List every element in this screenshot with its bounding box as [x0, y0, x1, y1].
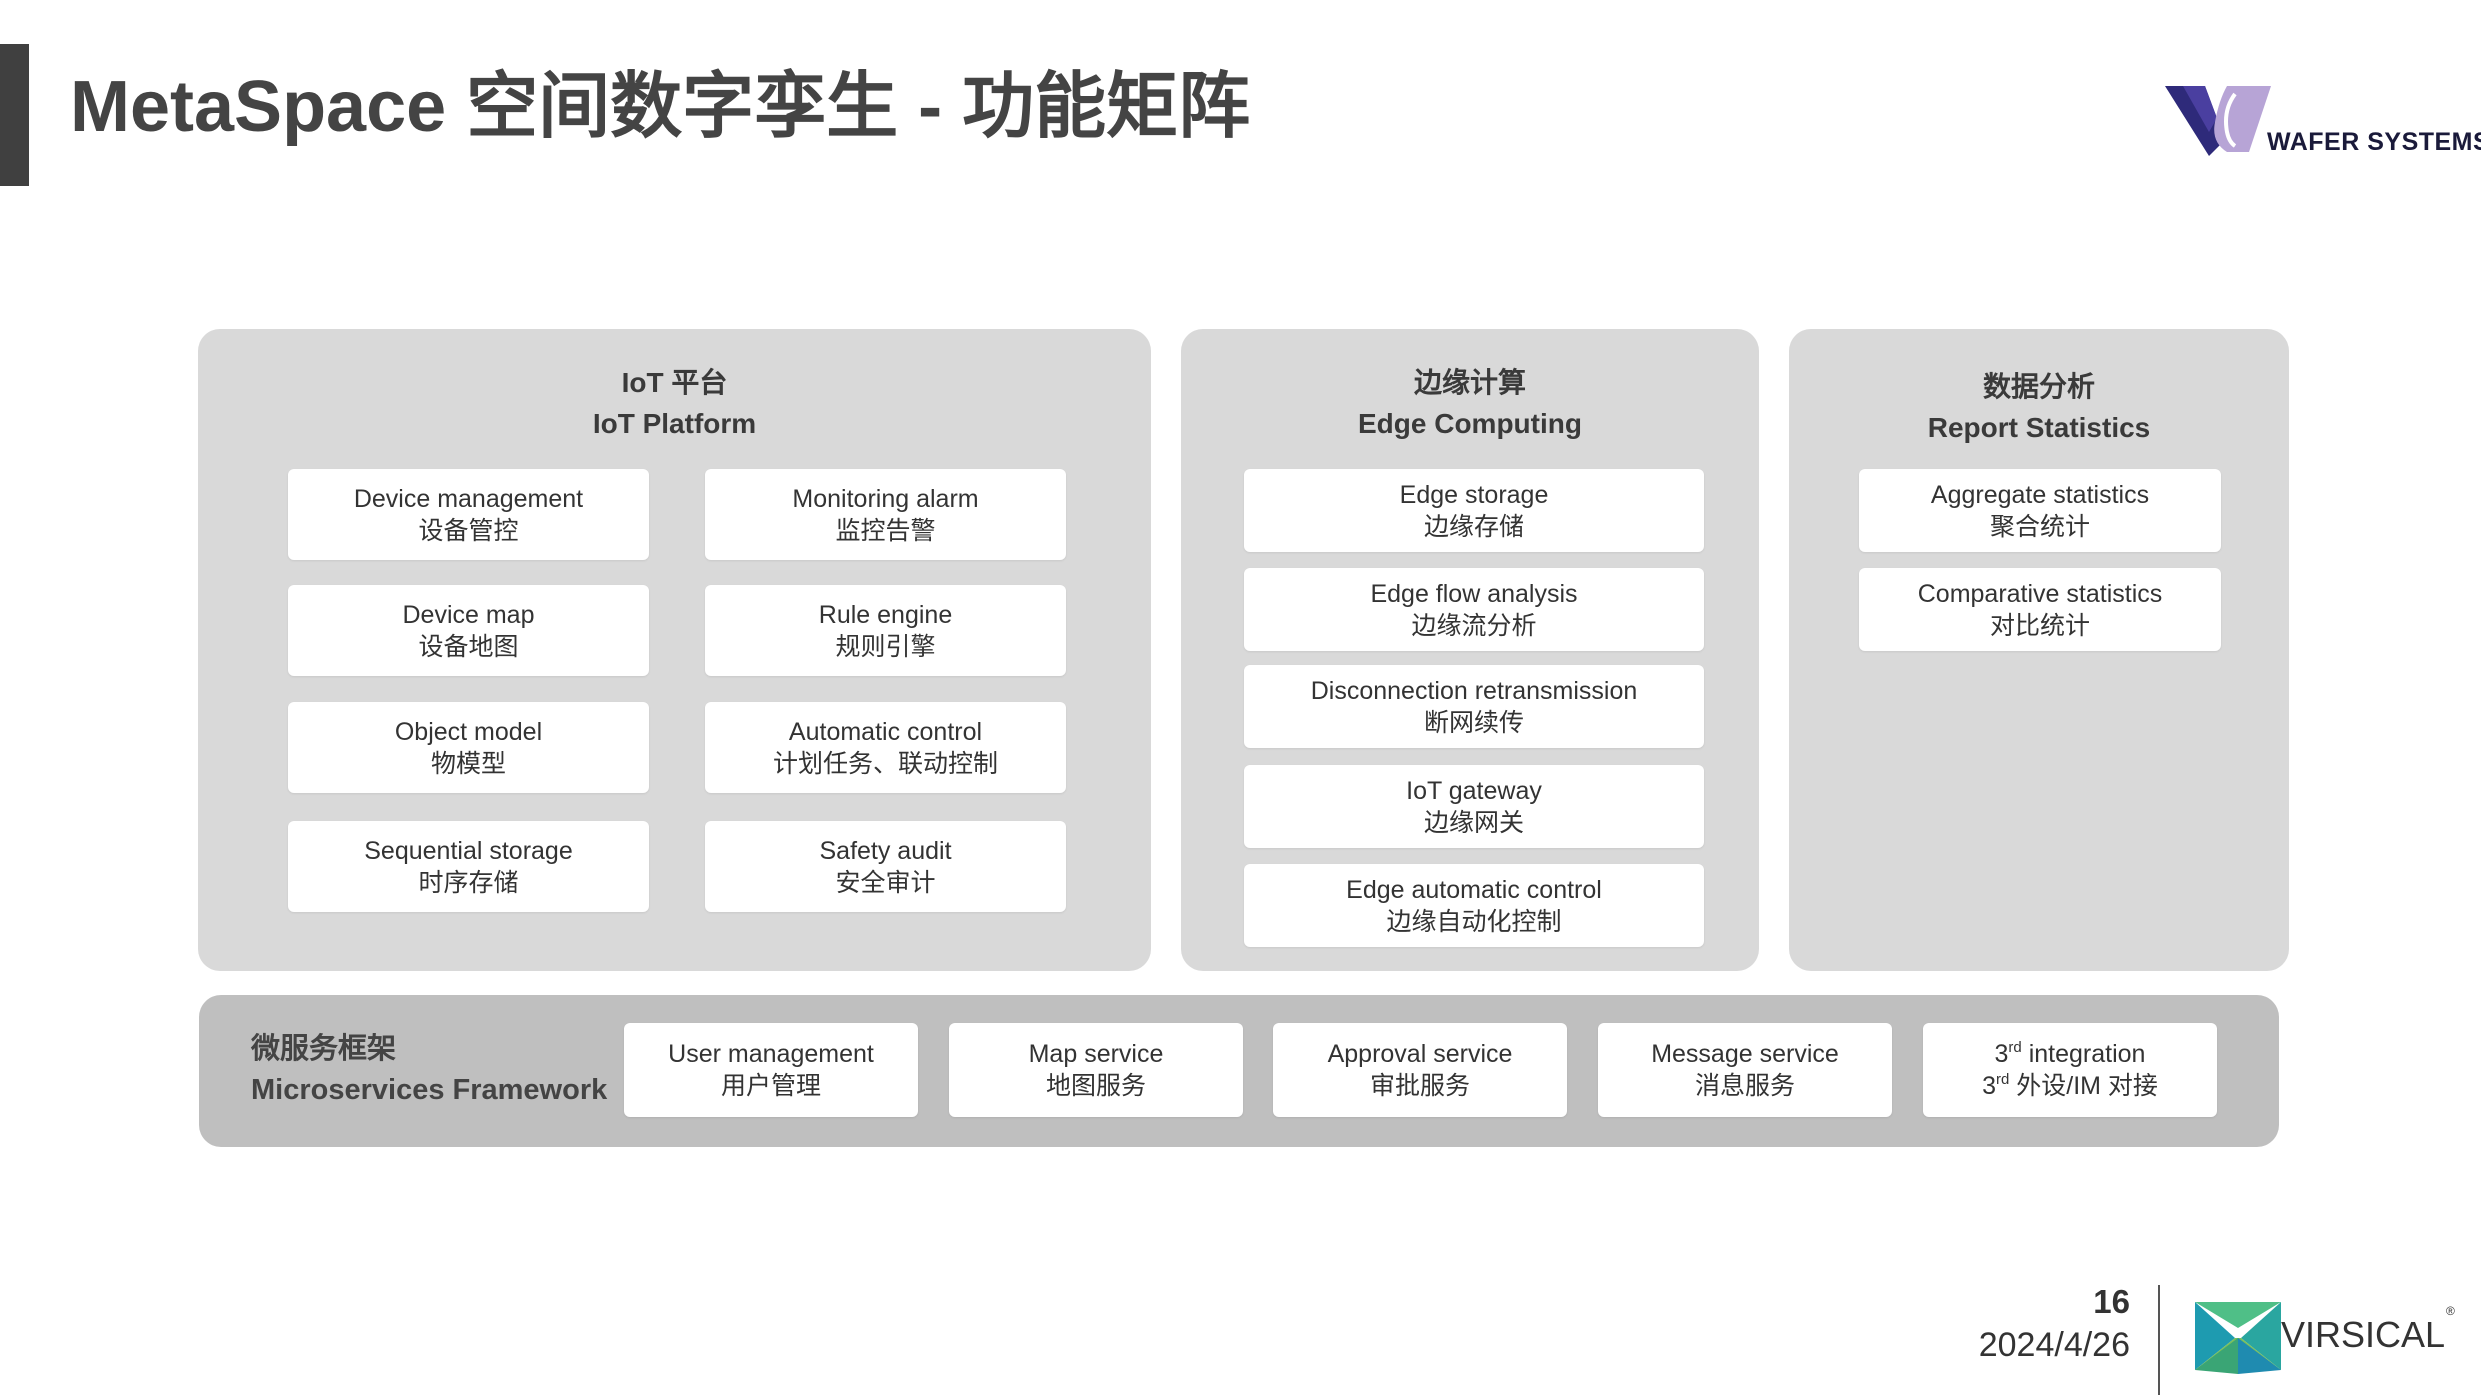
report-statistics-heading: 数据分析 Report Statistics [1789, 366, 2289, 448]
microservices-framework-panel: 微服务框架 Microservices Framework User manag… [199, 995, 2279, 1147]
edge-title-cn: 边缘计算 [1413, 367, 1526, 398]
microservices-title-en: Microservices Framework [251, 1074, 608, 1106]
virsical-logo-text: VIRSICAL [2281, 1314, 2446, 1355]
virsical-logo-icon [2195, 1302, 2281, 1374]
microservices-heading: 微服务框架 Microservices Framework [251, 1029, 607, 1111]
ms-item-3rd-integration: 3rd integration 3rd 外设/IM 对接 [1923, 1023, 2217, 1117]
edge-computing-heading: 边缘计算 Edge Computing [1181, 362, 1759, 444]
report-statistics-panel: 数据分析 Report Statistics Aggregate statist… [1789, 329, 2289, 971]
virsical-logo: VIRSICAL ® [2183, 1290, 2473, 1390]
report-title-cn: 数据分析 [1982, 371, 2095, 402]
title-accent-bar [0, 44, 29, 186]
page-title: MetaSpace 空间数字孪生 - 功能矩阵 [70, 67, 1251, 147]
wafer-logo-icon [2165, 86, 2271, 156]
edge-title-en: Edge Computing [1358, 408, 1582, 439]
registered-mark: ® [2446, 1304, 2455, 1318]
wafer-logo-text: WAFER SYSTEMS [2267, 128, 2481, 156]
report-title-en: Report Statistics [1927, 412, 2151, 443]
microservices-title-cn: 微服务框架 [251, 1033, 397, 1065]
iot-platform-heading: IoT 平台 IoT Platform [198, 362, 1151, 444]
iot-title-en: IoT Platform [592, 408, 757, 439]
page-number: 16 [2093, 1283, 2130, 1320]
wafer-systems-logo: WAFER SYSTEMS [2165, 80, 2481, 170]
iot-title-cn: IoT 平台 [621, 367, 728, 398]
footer-divider [2158, 1285, 2160, 1395]
footer-date: 2024/4/26 [1978, 1326, 2130, 1364]
